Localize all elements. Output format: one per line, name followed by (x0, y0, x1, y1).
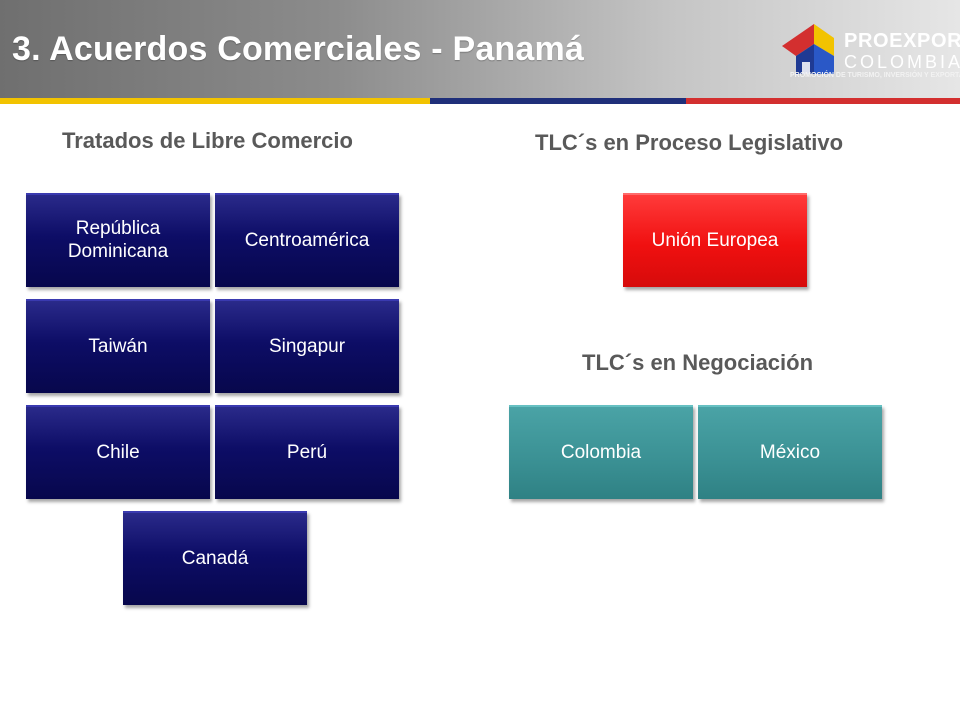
tlc-box-label: Taiwán (88, 335, 148, 357)
tlc-box-taiwan: Taiwán (26, 299, 210, 393)
tlc-box-label: Centroamérica (244, 229, 370, 251)
legislativo-box-union-europea: Unión Europea (623, 193, 807, 287)
negociacion-box-label: Colombia (560, 441, 642, 463)
tlc-box-republica-dominicana: República Dominicana (26, 193, 210, 287)
proexport-logo: PROEXPORT COLOMBIA PROMOCIÓN DE TURISMO,… (778, 18, 960, 82)
heading-tlc: Tratados de Libre Comercio (62, 128, 353, 153)
tlc-box-label: Singapur (268, 335, 346, 357)
header-bar: 3. Acuerdos Comerciales - Panamá PROEXPO… (0, 0, 960, 98)
tlc-box-label: Perú (286, 441, 328, 463)
negociacion-box-label: México (759, 441, 821, 463)
tlc-box-peru: Perú (215, 405, 399, 499)
page-title: 3. Acuerdos Comerciales - Panamá (12, 30, 585, 68)
negociacion-box-colombia: Colombia (509, 405, 693, 499)
heading-negociacion: TLC´s en Negociación (582, 350, 814, 375)
heading-legislativo: TLC´s en Proceso Legislativo (535, 130, 844, 155)
stripe-blue (430, 98, 686, 104)
tlc-box-centroamerica: Centroamérica (215, 193, 399, 287)
proexport-house-logo-icon (782, 24, 834, 74)
tlc-box-label: Chile (96, 441, 140, 463)
tlc-box-label: Canadá (181, 547, 249, 569)
stripe-red (686, 98, 960, 104)
tlc-box-singapur: Singapur (215, 299, 399, 393)
tlc-box-canada: Canadá (123, 511, 307, 605)
stripe-yellow (0, 98, 430, 104)
tlc-box-chile: Chile (26, 405, 210, 499)
tlc-box-label: República Dominicana (67, 218, 169, 262)
brand-name-line2: COLOMBIA (844, 52, 960, 72)
legislativo-box-label: Unión Europea (651, 229, 779, 251)
brand-name-line1: PROEXPORT (844, 30, 960, 52)
brand-tagline: PROMOCIÓN DE TURISMO, INVERSIÓN Y EXPORT… (790, 72, 960, 79)
negociacion-box-mexico: México (698, 405, 882, 499)
